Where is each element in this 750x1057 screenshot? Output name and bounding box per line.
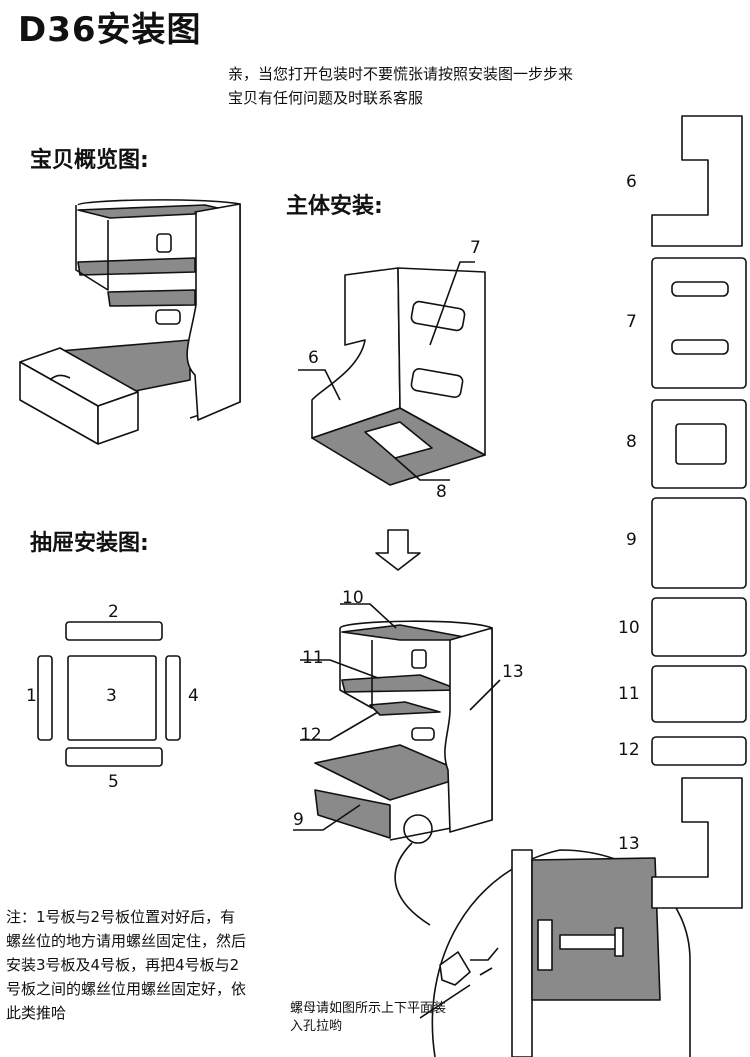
page-title: D36安装图 bbox=[18, 10, 202, 50]
main-assembly-heading: 主体安装: bbox=[286, 194, 383, 219]
part-label-9: 9 bbox=[626, 530, 637, 550]
label-part-10: 10 bbox=[342, 588, 364, 608]
drawer-label-5: 5 bbox=[108, 772, 119, 792]
label-part-8: 8 bbox=[436, 482, 447, 502]
label-part-12: 12 bbox=[300, 725, 322, 745]
intro-text: 亲，当您打开包装时不要慌张请按照安装图一步步来 宝贝有任何问题及时联系客服 bbox=[228, 62, 708, 110]
drawer-label-2: 2 bbox=[108, 602, 119, 622]
drawer-label-1: 1 bbox=[26, 686, 37, 706]
intro-line-2: 宝贝有任何问题及时联系客服 bbox=[228, 89, 424, 107]
part-label-7: 7 bbox=[626, 312, 637, 332]
part-label-6: 6 bbox=[626, 172, 637, 192]
intro-line-1: 亲，当您打开包装时不要慌张请按照安装图一步步来 bbox=[228, 65, 574, 83]
label-part-9: 9 bbox=[293, 810, 304, 830]
down-arrow-icon bbox=[375, 529, 421, 571]
label-part-13: 13 bbox=[502, 662, 524, 682]
label-part-6: 6 bbox=[308, 348, 319, 368]
drawer-label-3: 3 bbox=[106, 686, 117, 706]
label-part-7: 7 bbox=[470, 238, 481, 258]
instruction-note: 注：1号板与2号板位置对好后，有螺丝位的地方请用螺丝固定住，然后安装3号板及4号… bbox=[6, 908, 247, 1022]
part-label-13: 13 bbox=[618, 834, 640, 854]
overview-heading: 宝贝概览图: bbox=[30, 148, 149, 173]
part-label-10: 10 bbox=[618, 618, 640, 638]
main-assembly-illustration bbox=[298, 261, 486, 486]
label-part-11: 11 bbox=[302, 648, 324, 668]
part-label-11: 11 bbox=[618, 684, 640, 704]
drawer-label-4: 4 bbox=[188, 686, 199, 706]
part-label-8: 8 bbox=[626, 432, 637, 452]
nut-note: 螺母请如图所示上下平面装入孔拉哟 bbox=[290, 1001, 447, 1034]
final-assembly-illustration bbox=[293, 603, 501, 926]
parts-column bbox=[651, 115, 747, 909]
screw-detail-illustration bbox=[419, 849, 691, 1057]
drawer-assembly-heading: 抽屉安装图: bbox=[30, 531, 149, 556]
part-label-12: 12 bbox=[618, 740, 640, 760]
overview-illustration bbox=[19, 199, 241, 445]
drawer-parts bbox=[37, 621, 181, 767]
